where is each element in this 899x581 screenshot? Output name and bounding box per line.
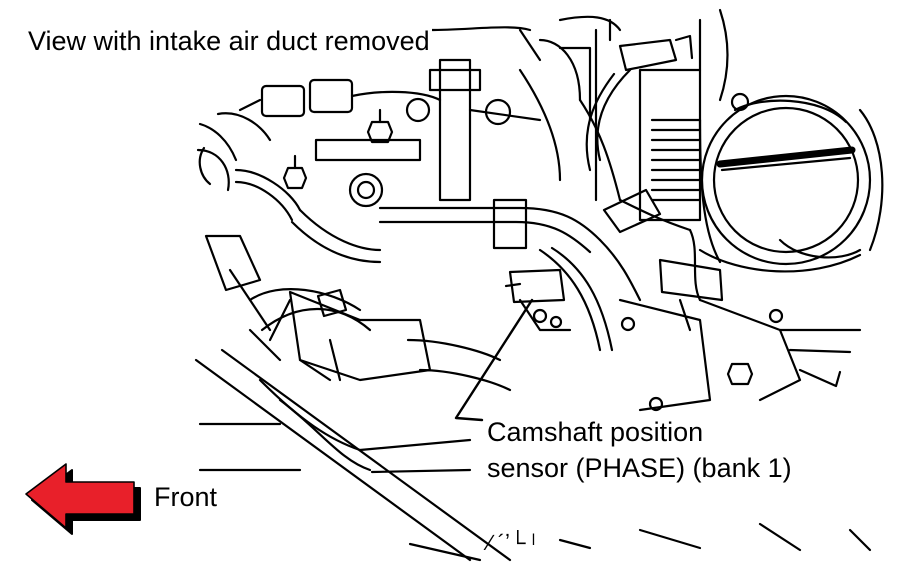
bolts — [282, 108, 784, 412]
lower-hose-assembly — [196, 146, 512, 392]
front-direction-label: Front — [154, 482, 218, 512]
frame-rail — [194, 348, 512, 562]
wire-harness — [238, 38, 632, 202]
front-arrow-icon — [25, 463, 141, 535]
callout-line-2: sensor (PHASE) (bank 1) — [487, 453, 792, 483]
camshaft-sensor-drawing — [504, 268, 572, 332]
camshaft-sensor-callout: Camshaft position sensor (PHASE) (bank 1… — [484, 414, 795, 486]
manifold-block — [558, 8, 729, 222]
throttle-body — [698, 92, 884, 273]
bottom-strokes — [408, 522, 872, 562]
bottom-scribble-text: ∕ ´ʼ└ ˡ — [488, 530, 536, 555]
upper-left-outline — [198, 15, 622, 162]
callout-line-1: Camshaft position — [487, 417, 704, 447]
pipes-and-hoses — [234, 138, 862, 412]
diagram-title: View with intake air duct removed — [26, 26, 432, 56]
callout-leader — [454, 298, 534, 422]
